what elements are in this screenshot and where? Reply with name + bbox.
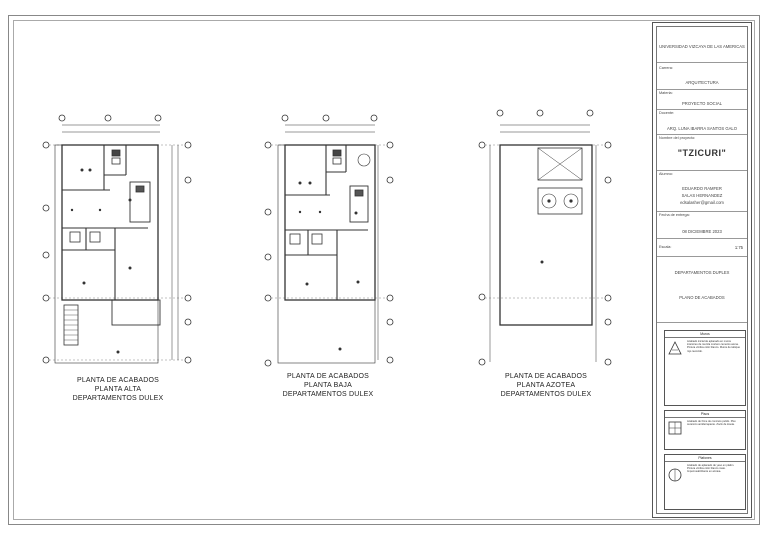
divider	[657, 89, 747, 90]
legend-muros: Muros Acabado inicial de aplanado en mur…	[664, 330, 746, 406]
divider	[657, 170, 747, 171]
caption-line: PLANTA DE ACABADOS	[504, 373, 588, 380]
legend-plafones: Plafones Acabado de aplanado de yeso en …	[664, 454, 746, 510]
divider	[657, 322, 747, 323]
teacher-value: ARQ. LUNA IBARRA SANTOS GALO	[667, 126, 737, 131]
divider	[657, 256, 747, 257]
divider	[657, 238, 747, 239]
title-block	[652, 22, 752, 518]
project-label: Nombre del proyecto:	[659, 136, 696, 140]
scale-label: Escala:	[659, 245, 672, 249]
student-name-2: SALAS HERNANDEZ	[681, 193, 723, 198]
legend-text: Acabado de firme de concreto pulido. Pis…	[687, 420, 736, 427]
sheet-title-1: DEPARTAMENTOS DUPLEX	[674, 270, 730, 275]
caption-line: DEPARTAMENTOS DULEX	[500, 391, 592, 398]
legend-body: Acabado de aplanado de yeso en plafon. P…	[665, 462, 745, 482]
wall-finish-icon	[668, 341, 682, 355]
divider	[657, 211, 747, 212]
university-name: UNIVERSIDAD VIZCAYA DE LAS AMERICAS	[659, 44, 745, 49]
caption-planta-azotea: PLANTA DE ACABADOS PLANTA AZOTEA DEPARTA…	[486, 372, 606, 399]
teacher-label: Docente:	[659, 111, 675, 115]
subject-value: PROYECTO SOCIAL	[682, 101, 722, 106]
divider	[657, 109, 747, 110]
student-label: Alumno:	[659, 172, 673, 176]
divider	[657, 134, 747, 135]
legend-body: Acabado inicial de aplanado en muros int…	[665, 338, 745, 355]
project-name: "TZICURI"	[677, 148, 727, 158]
caption-line: PLANTA AZOTEA	[516, 382, 576, 389]
date-label: Fecha de entrega:	[659, 213, 690, 217]
caption-line: PLANTA ALTA	[94, 386, 142, 393]
scale-value: 1:75	[734, 245, 743, 250]
ceiling-finish-icon	[668, 468, 682, 482]
plan-planta-alta	[42, 114, 192, 364]
caption-line: PLANTA DE ACABADOS	[76, 377, 160, 384]
legend-body: Acabado de firme de concreto pulido. Pis…	[665, 418, 745, 435]
sheet-outer-frame	[8, 15, 760, 525]
career-value: ARQUITECTURA	[685, 80, 719, 85]
caption-line: PLANTA DE ACABADOS	[286, 373, 370, 380]
student-name-1: EDUARDO RAMFER	[682, 186, 722, 191]
legend-pisos: Pisos Acabado de firme de concreto pulid…	[664, 410, 746, 450]
legend-title: Pisos	[665, 411, 745, 418]
student-email: edsalasher@gmail.com	[680, 200, 724, 205]
legend-title: Muros	[665, 331, 745, 338]
legend-text: Acabado inicial de aplanado en muros int…	[687, 340, 740, 353]
divider	[657, 62, 747, 63]
legend-text: Acabado de aplanado de yeso en plafon. P…	[687, 464, 735, 474]
title-block-inner	[656, 26, 748, 514]
subject-label: Materia:	[659, 91, 673, 95]
date-value: 08 DICIEMBRE 2023	[682, 229, 722, 234]
caption-line: DEPARTAMENTOS DULEX	[282, 391, 374, 398]
caption-line: PLANTA BAJA	[304, 382, 352, 389]
sheet-title-2: PLANO DE ACABADOS	[679, 295, 725, 300]
caption-planta-alta: PLANTA DE ACABADOS PLANTA ALTA DEPARTAME…	[58, 376, 178, 403]
plan-planta-azotea	[478, 109, 612, 366]
caption-planta-baja: PLANTA DE ACABADOS PLANTA BAJA DEPARTAME…	[268, 372, 388, 399]
caption-line: DEPARTAMENTOS DULEX	[72, 395, 164, 402]
legend-title: Plafones	[665, 455, 745, 462]
sheet-inner-frame	[13, 20, 755, 520]
career-label: Carrera:	[659, 66, 673, 70]
floor-finish-icon	[668, 421, 682, 435]
plan-planta-baja	[264, 114, 394, 367]
